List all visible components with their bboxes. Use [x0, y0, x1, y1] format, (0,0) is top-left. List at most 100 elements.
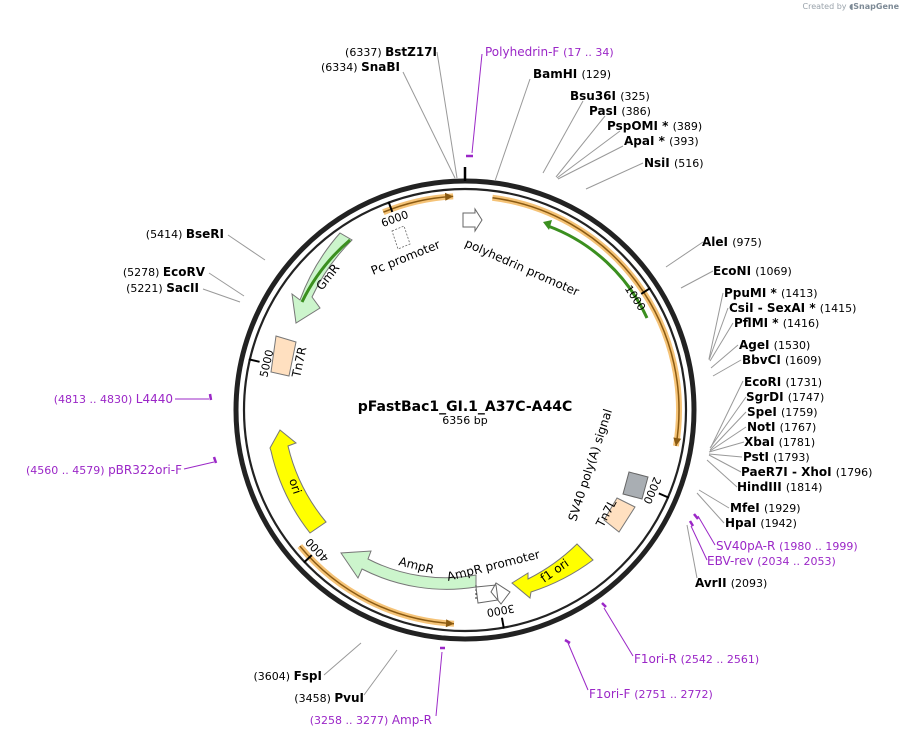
primer-name: Polyhedrin-F [485, 45, 563, 59]
enzyme-hpai[interactable]: HpaI (1942) [725, 516, 797, 530]
backbone-inner-strand [242, 187, 688, 633]
primer-name: F1ori-F [589, 687, 634, 701]
primer-leader-f1ori-r [603, 607, 634, 657]
brand-name: SnapGene [853, 2, 899, 11]
feature-ampr[interactable] [340, 550, 477, 590]
primer-polyhedrin-f[interactable]: Polyhedrin-F (17 .. 34) [485, 45, 614, 59]
leader-spei [709, 411, 747, 451]
enzyme-position: (1793) [773, 451, 810, 464]
feature-pc-promoter[interactable] [391, 225, 411, 250]
primer-pbr322ori-f[interactable]: (4560 .. 4579) pBR322ori-F [26, 463, 182, 477]
enzyme-fspi[interactable]: (3604) FspI [254, 669, 322, 683]
enzyme-position: (1416) [783, 317, 820, 330]
primer-l4440[interactable]: (4813 .. 4830) L4440 [54, 392, 173, 406]
enzyme-hindiii[interactable]: HindIII (1814) [737, 480, 822, 494]
feature-sv40-polya-signal[interactable] [622, 471, 649, 500]
enzyme-name: MfeI [730, 501, 764, 515]
enzyme-spei[interactable]: SpeI (1759) [747, 405, 818, 419]
primer-ebv-rev[interactable]: EBV-rev (2034 .. 2053) [707, 554, 836, 568]
enzyme-position: (1747) [788, 391, 825, 404]
primer-mark-f1ori-r [601, 602, 607, 608]
leader-fspi [323, 642, 362, 676]
primer-leader-pbr322ori-f [183, 461, 215, 470]
leader-psti [708, 453, 743, 458]
enzyme-xbai[interactable]: XbaI (1781) [744, 435, 815, 449]
leader-snabi [402, 71, 456, 179]
feature-gmr[interactable] [291, 232, 353, 324]
enzyme-pflmi[interactable]: PflMI * (1416) [734, 316, 819, 330]
primer-range: (1980 .. 1999) [779, 540, 858, 553]
enzyme-nsii[interactable]: NsiI (516) [644, 156, 704, 170]
primer-mark-sv40pa-r [693, 513, 699, 520]
enzyme-name: AgeI [739, 338, 774, 352]
enzyme-econi[interactable]: EcoNI (1069) [713, 264, 792, 278]
feature-tn7l[interactable] [603, 497, 636, 533]
feature-polyhedrin-promoter[interactable] [462, 207, 483, 233]
enzyme-bbvci[interactable]: BbvCI (1609) [742, 353, 822, 367]
enzyme-name: PvuI [334, 691, 364, 705]
enzyme-alei[interactable]: AleI (975) [702, 235, 762, 249]
enzyme-position: (5414) [146, 228, 186, 241]
enzyme-name: SgrDI [746, 390, 788, 404]
enzyme-position: (1609) [785, 354, 822, 367]
gmr-green-arc [300, 238, 351, 303]
enzyme-name: Bsu36I [570, 89, 620, 103]
enzyme-bseri[interactable]: (5414) BseRI [146, 227, 224, 241]
enzyme-position: (1796) [836, 466, 873, 479]
enzyme-paer7i-xhoi[interactable]: PaeR7I - XhoI (1796) [741, 465, 872, 479]
enzyme-position: (393) [669, 135, 699, 148]
enzyme-position: (1781) [779, 436, 816, 449]
plasmid-backbone [233, 167, 697, 642]
enzyme-name: EcoNI [713, 264, 755, 278]
orf-arcs [297, 192, 682, 628]
feature-ampr-promoter[interactable] [475, 582, 511, 605]
leader-econi [680, 270, 714, 289]
enzyme-pasi[interactable]: PasI (386) [589, 104, 651, 118]
enzyme-position: (5221) [126, 282, 166, 295]
enzyme-ppumi[interactable]: PpuMI * (1413) [724, 286, 818, 300]
enzyme-bsu36i[interactable]: Bsu36I (325) [570, 89, 650, 103]
enzyme-mfei[interactable]: MfeI (1929) [730, 501, 801, 515]
enzyme-ecori[interactable]: EcoRI (1731) [744, 375, 822, 389]
primer-marks [208, 154, 699, 650]
enzyme-snabi[interactable]: (6334) SnaBI [321, 60, 400, 74]
leader-paer7i-xhoi [708, 454, 742, 473]
credit-prefix: Created by [802, 2, 847, 11]
enzyme-pspomi[interactable]: PspOMI * (389) [607, 119, 702, 133]
enzyme-name: NotI [747, 420, 780, 434]
enzyme-psti[interactable]: PstI (1793) [743, 450, 810, 464]
enzyme-sgrdi[interactable]: SgrDI (1747) [746, 390, 824, 404]
primer-leader-sv40pa-r [697, 515, 716, 546]
leader-pasi [555, 115, 606, 178]
enzyme-name: FspI [294, 669, 322, 683]
enzyme-bstz17i[interactable]: (6337) BstZ17I [345, 45, 437, 59]
feature-ori[interactable] [269, 429, 327, 534]
enzyme-noti[interactable]: NotI (1767) [747, 420, 816, 434]
enzyme-bamhi[interactable]: BamHI (129) [533, 67, 611, 81]
feature-tn7r[interactable] [270, 335, 297, 377]
primer-amp-r[interactable]: (3258 .. 3277) Amp-R [310, 713, 432, 727]
enzyme-agei[interactable]: AgeI (1530) [739, 338, 810, 352]
enzyme-csii-sexai[interactable]: CsiI - SexAI * (1415) [729, 301, 856, 315]
primer-f1ori-r[interactable]: F1ori-R (2542 .. 2561) [634, 652, 759, 666]
enzyme-name: EcoRI [744, 375, 785, 389]
enzyme-pvui[interactable]: (3458) PvuI [294, 691, 364, 705]
enzyme-sacii[interactable]: (5221) SacII [126, 281, 199, 295]
primer-f1ori-f[interactable]: F1ori-F (2751 .. 2772) [589, 687, 713, 701]
leader-bamhi [494, 78, 531, 182]
enzyme-name: ApaI * [624, 134, 669, 148]
enzyme-ecorv[interactable]: (5278) EcoRV [123, 265, 206, 279]
enzyme-name: HindIII [737, 480, 786, 494]
enzyme-avrii[interactable]: AvrII (2093) [695, 576, 767, 590]
enzyme-position: (3458) [294, 692, 334, 705]
primer-sv40pa-r[interactable]: SV40pA-R (1980 .. 1999) [716, 539, 858, 553]
feature-f1-ori[interactable] [511, 543, 594, 599]
orf-bottom-arrowhead [445, 619, 455, 628]
leader-sacii [202, 288, 241, 303]
tick-mark-2000 [658, 492, 670, 499]
enzyme-name: BseRI [186, 227, 224, 241]
leader-pvui [363, 649, 398, 696]
label-polyhedrin-promoter: polyhedrin promoter [463, 236, 581, 299]
orf-top-left[interactable] [382, 193, 454, 215]
enzyme-apai[interactable]: ApaI * (393) [624, 134, 699, 148]
